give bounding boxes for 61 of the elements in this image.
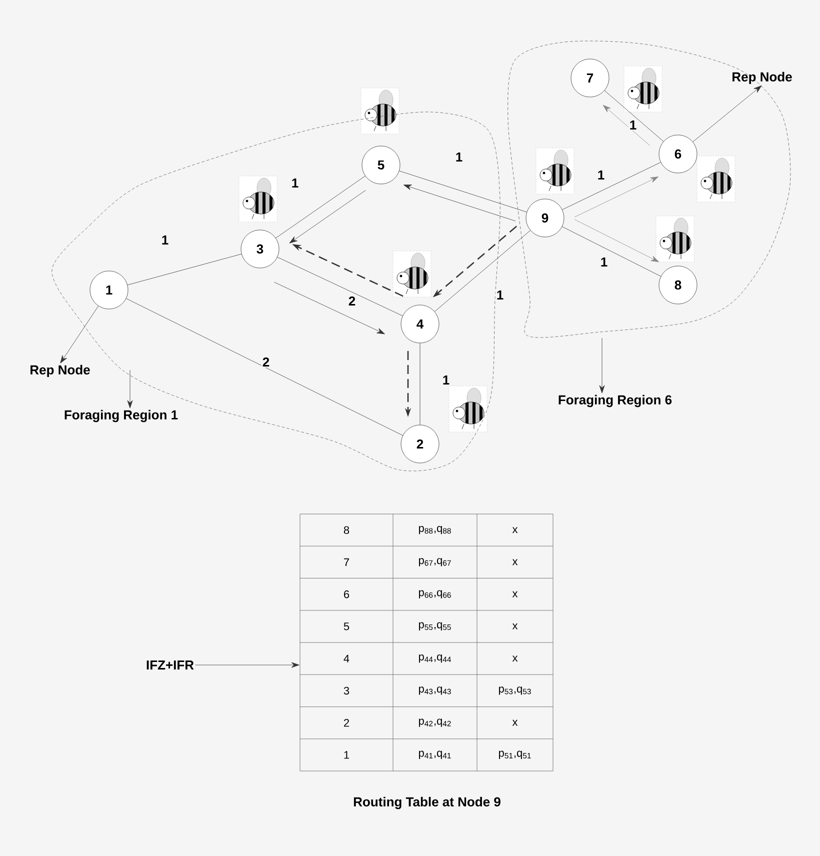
table-cell: p$_{53}$,q$_{53}$: [499, 686, 531, 695]
table-cell: p$_{51}$,q$_{51}$: [499, 750, 531, 759]
arrow: [574, 219, 659, 262]
arrow: [60, 306, 99, 364]
table-cell: x: [512, 527, 518, 533]
table-cell: x: [512, 591, 518, 598]
network-node: 8: [658, 266, 698, 304]
table-cell: p$_{66}$,q$_{66}$: [419, 590, 451, 598]
table-cell: x: [512, 720, 518, 726]
region-outline: [508, 40, 791, 338]
network-node: 7: [570, 58, 610, 98]
arrow: [599, 338, 605, 394]
node-label: Foraging Region 6: [558, 394, 672, 408]
table-cell: 7: [344, 558, 349, 566]
arrow: [195, 662, 300, 668]
table-cell: p$_{41}$,q$_{41}$: [419, 750, 451, 759]
table-cell: 2: [344, 718, 349, 727]
table-cell: 8: [344, 526, 350, 534]
link-line: [562, 162, 661, 210]
link-line: [126, 298, 403, 436]
arrow: [403, 184, 516, 222]
table-cell: p$_{88}$,q$_{88}$: [419, 526, 451, 534]
table-cell: 1: [344, 751, 350, 759]
network-node: 9: [526, 198, 564, 238]
routing-table: [300, 514, 554, 772]
table-cell: x: [512, 656, 518, 662]
network-node: 2: [400, 424, 440, 464]
link-line: [604, 90, 664, 142]
table-cell: 6: [344, 590, 350, 598]
table-cell: 3: [344, 686, 350, 695]
network-node: 4: [400, 304, 440, 344]
arrow: [574, 176, 658, 218]
caption: Routing Table at Node 9: [354, 796, 500, 810]
link-line: [399, 170, 527, 212]
arrow: [602, 104, 650, 146]
table-cell: p$_{43}$,q$_{43}$: [419, 686, 451, 695]
table-cell: 5: [344, 622, 350, 630]
table-cell: p$_{44}$,q$_{44}$: [419, 654, 451, 663]
link-line: [276, 176, 366, 238]
link-line: [127, 254, 242, 286]
link-line: [562, 226, 662, 277]
network-node: 3: [240, 230, 280, 268]
link-line: [434, 230, 531, 312]
table-cell: 4: [344, 654, 350, 662]
network-node: 5: [362, 146, 400, 184]
network-node: 1: [90, 270, 128, 310]
table-cell: p$_{42}$,q$_{42}$: [419, 718, 451, 727]
arrow: [274, 282, 385, 334]
table-cell: p$_{67}$,q$_{67}$: [419, 558, 451, 566]
arrow: [289, 190, 366, 244]
table-cell: x: [512, 559, 518, 566]
arrow: [127, 370, 133, 408]
table-cell: x: [512, 624, 518, 630]
node-label: IFZ+IFR: [146, 660, 194, 670]
node-label: Foraging Region 1: [64, 410, 178, 422]
node-label: Rep Node: [30, 364, 90, 378]
table-cell: p$_{55}$,q$_{55}$: [419, 622, 451, 630]
network-node: 6: [658, 134, 698, 174]
arrow: [692, 85, 762, 142]
node-label: Rep Node: [732, 72, 792, 84]
link-line: [277, 256, 403, 316]
